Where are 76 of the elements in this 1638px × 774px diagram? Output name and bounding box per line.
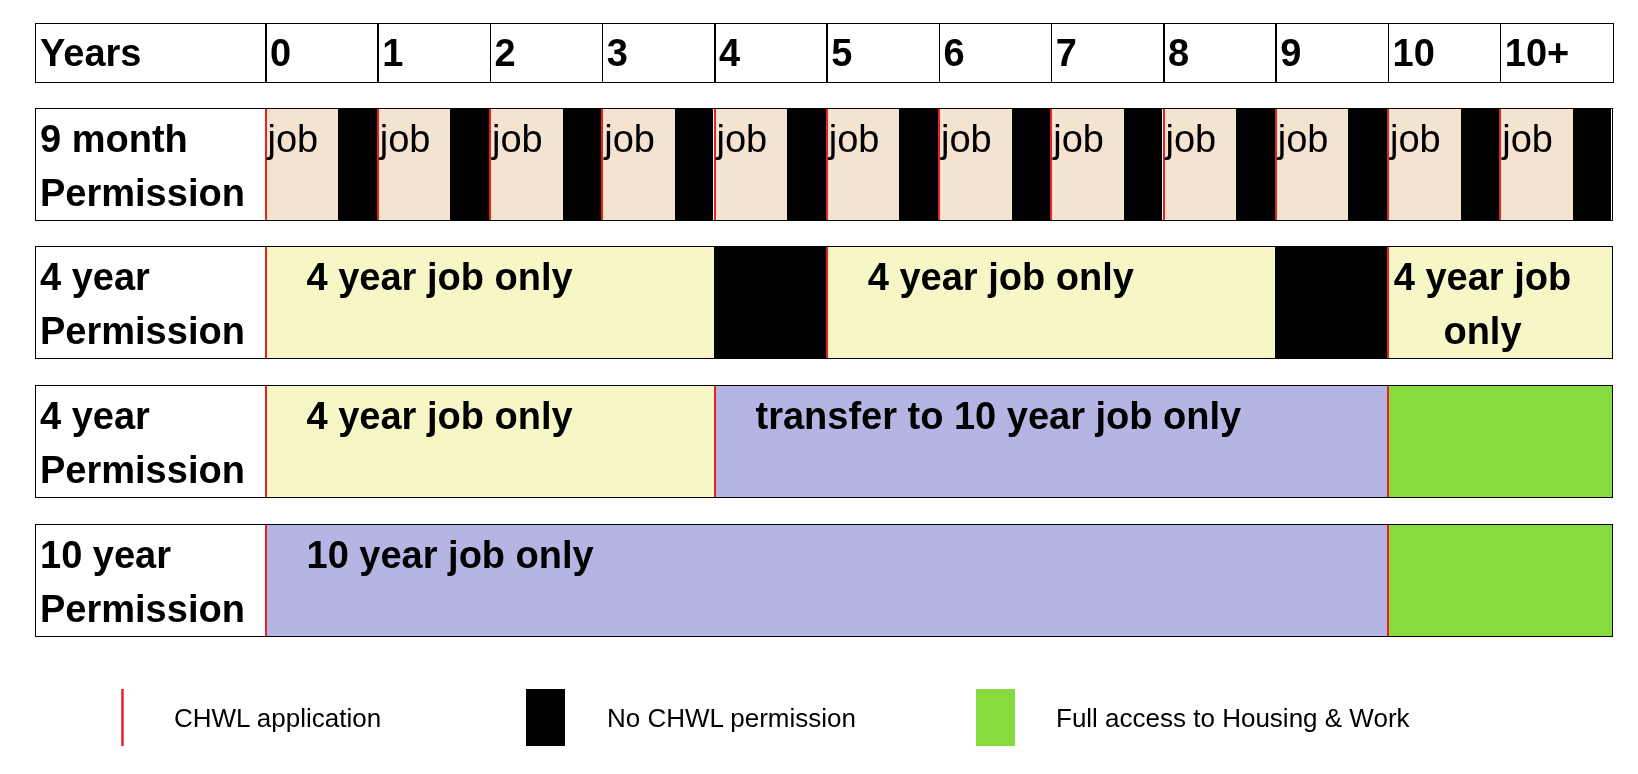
period-label: job	[1277, 117, 1330, 162]
row-label: 9 month Permission	[40, 117, 246, 216]
job-period	[1050, 109, 1124, 220]
permission-row	[35, 246, 1613, 359]
year-label: 8	[1168, 31, 1190, 76]
job-period	[1162, 109, 1236, 220]
job-period	[1387, 247, 1612, 358]
period-label: job	[1502, 117, 1554, 162]
header-label: Years	[40, 31, 142, 76]
no-permission-period	[1236, 109, 1275, 220]
job-period	[376, 109, 451, 220]
year-label: 4	[719, 31, 741, 76]
year-label: 10+	[1504, 31, 1570, 76]
year-label: 0	[270, 31, 292, 76]
job-period	[1387, 109, 1461, 220]
period-label: 4 year job only	[1393, 255, 1572, 354]
year-label: 7	[1055, 31, 1077, 76]
transfer-period	[713, 386, 1387, 497]
no-permission-period	[899, 109, 938, 220]
full-access-period	[1387, 386, 1612, 497]
no-permission-period	[674, 109, 714, 220]
period-label: transfer to 10 year job only	[755, 394, 1243, 439]
job-period	[938, 109, 1012, 220]
no-permission-period	[338, 109, 377, 220]
job-period	[825, 109, 900, 220]
year-label: 2	[494, 31, 516, 76]
period-label: job	[941, 117, 993, 162]
period-label: 4 year job only	[306, 394, 574, 439]
period-label: job	[379, 117, 432, 162]
permission-row	[35, 385, 1613, 498]
legend-label: No CHWL permission	[607, 702, 856, 734]
row-label: 4 year Permission	[40, 394, 246, 493]
job-period	[1499, 109, 1573, 220]
job-period	[713, 109, 787, 220]
no-permission-period	[1572, 109, 1612, 220]
period-label: job	[604, 117, 656, 162]
period-label: job	[828, 117, 881, 162]
job-period	[264, 247, 714, 358]
period-label: 4 year job only	[306, 255, 574, 300]
job-period	[601, 109, 675, 220]
legend-label: CHWL application	[174, 702, 382, 734]
no-permission-period	[1274, 247, 1387, 358]
permission-row	[35, 524, 1613, 637]
no-permission-period	[1460, 109, 1500, 220]
no-permission-period	[713, 247, 826, 358]
year-label: 1	[382, 31, 404, 76]
no-permission-period	[1123, 109, 1163, 220]
no-permission-period	[1348, 109, 1387, 220]
period-label: job	[1390, 117, 1442, 162]
job-period	[1274, 109, 1349, 220]
permission-row	[35, 108, 1613, 221]
job-period	[264, 525, 1387, 636]
row-label: 10 year Permission	[40, 533, 246, 632]
job-period	[825, 247, 1275, 358]
no-permission-period	[787, 109, 826, 220]
no-permission-period	[1011, 109, 1051, 220]
year-label: 6	[943, 31, 965, 76]
period-label: job	[492, 117, 544, 162]
year-label: 3	[606, 31, 628, 76]
row-label: 4 year Permission	[40, 255, 246, 354]
period-label: job	[716, 117, 769, 162]
full-access-period	[1387, 525, 1612, 636]
job-period	[489, 109, 563, 220]
period-label: 4 year job only	[867, 255, 1135, 300]
no-permission-period	[562, 109, 602, 220]
year-label: 10	[1392, 31, 1435, 76]
job-period	[264, 109, 338, 220]
job-period	[264, 386, 714, 497]
year-label: 9	[1280, 31, 1302, 76]
period-label: job	[1165, 117, 1218, 162]
period-label: job	[1053, 117, 1105, 162]
no-permission-period	[450, 109, 489, 220]
period-label: job	[267, 117, 320, 162]
period-label: 10 year job only	[306, 533, 595, 578]
year-label: 5	[831, 31, 853, 76]
legend-label: Full access to Housing & Work	[1056, 702, 1410, 734]
